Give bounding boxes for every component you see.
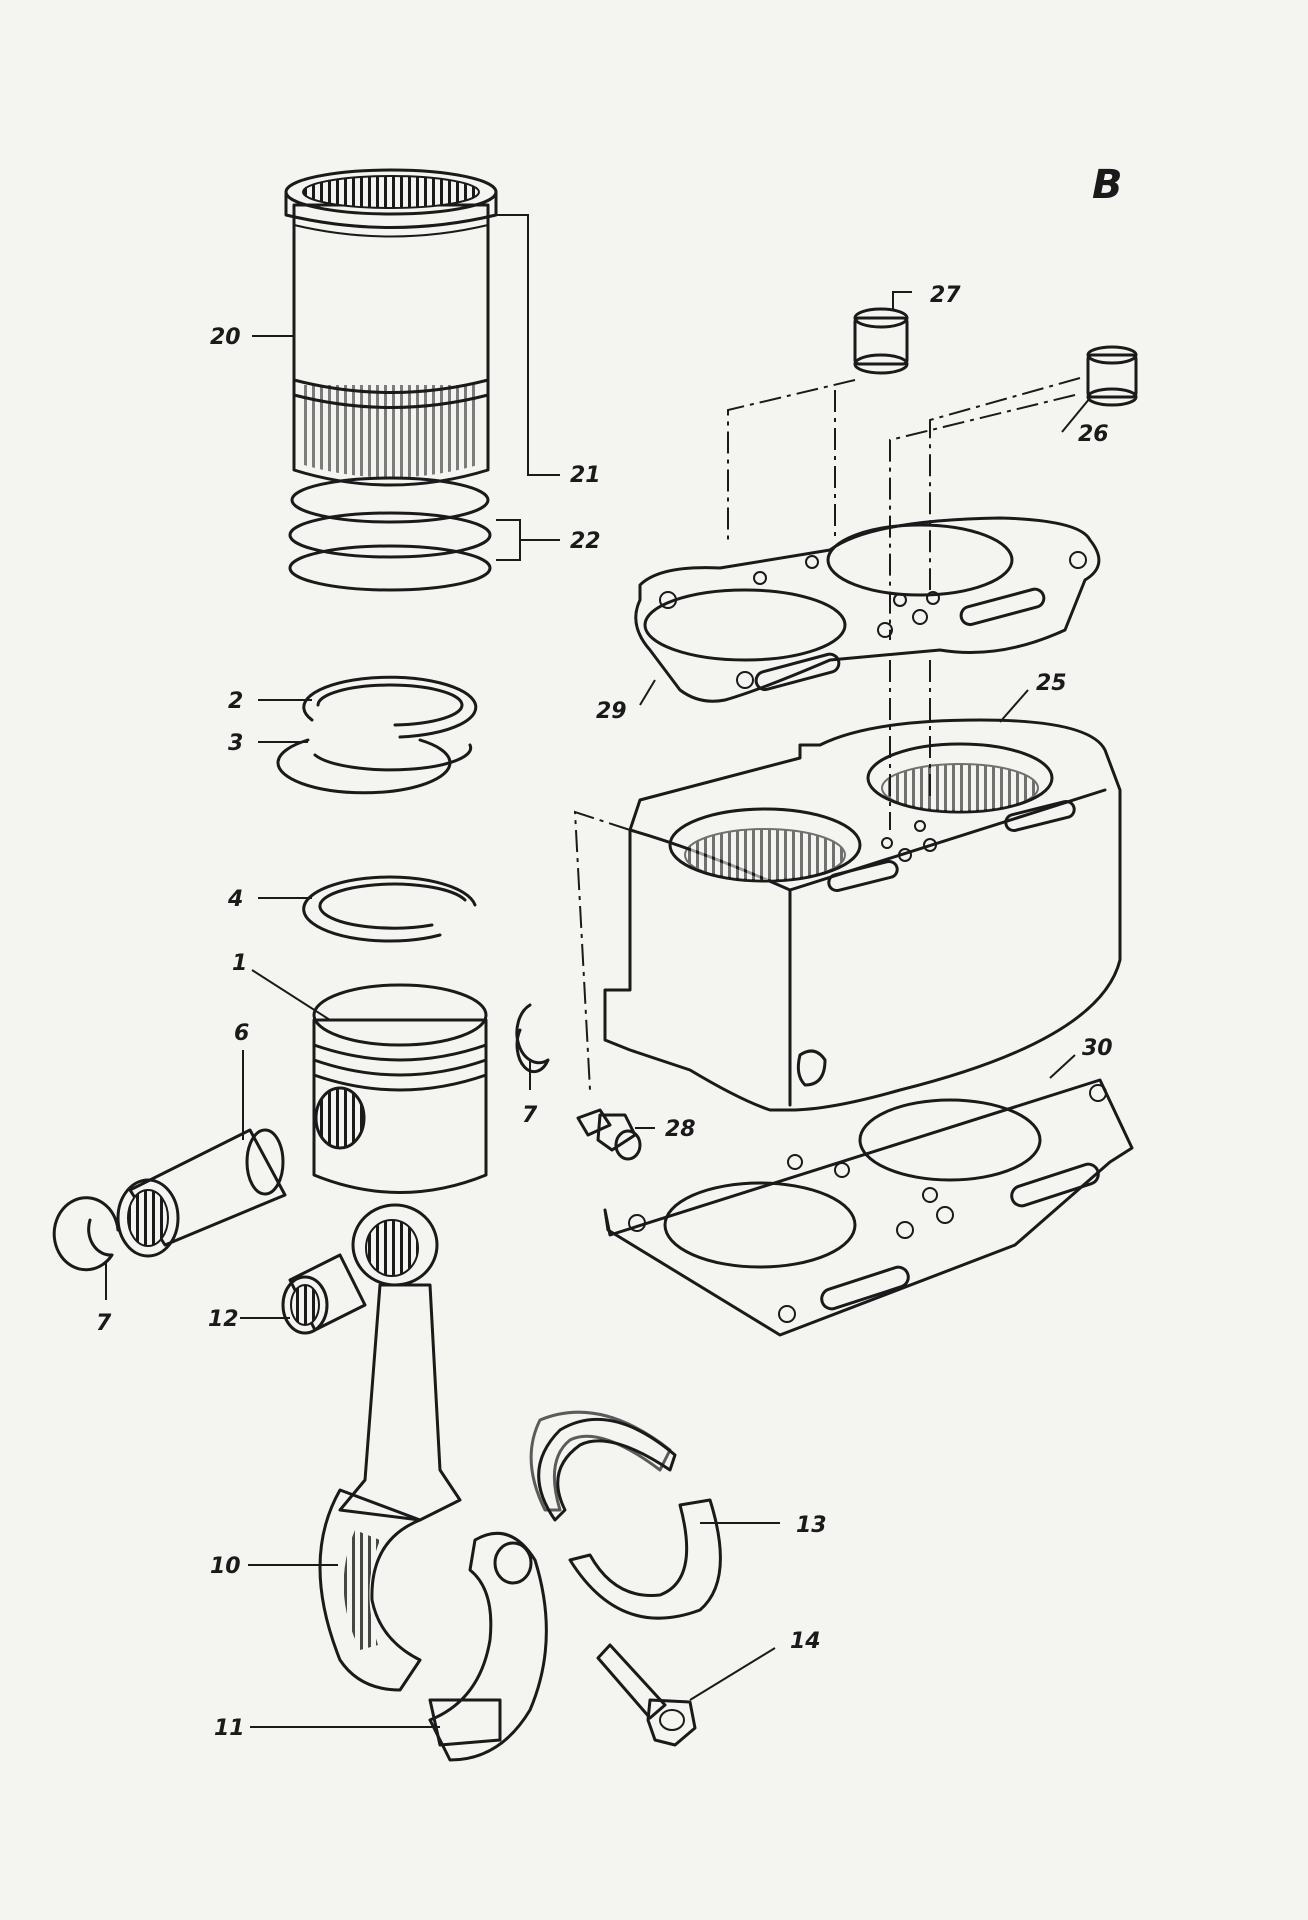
rod-bolt: [596, 1643, 697, 1747]
head-gasket-upper: [634, 516, 1101, 703]
connecting-rod: [318, 1203, 462, 1692]
cylinder-liner: [284, 168, 498, 487]
sheet-letter: B: [1092, 162, 1123, 208]
circlip-left: [52, 1196, 120, 1272]
callout-4: 4: [227, 887, 243, 912]
callout-26: 26: [1078, 422, 1109, 447]
callout-3: 3: [228, 731, 243, 756]
callout-7-left: 7: [96, 1311, 112, 1336]
cylinder-block: [603, 718, 1122, 1112]
callout-14: 14: [790, 1629, 821, 1654]
oil-fitting: [576, 1108, 642, 1161]
callout-7-right: 7: [522, 1103, 538, 1128]
callout-29: 29: [596, 699, 627, 724]
callout-28: 28: [665, 1117, 696, 1142]
connecting-rod-cap: [428, 1531, 548, 1762]
callout-12: 12: [208, 1307, 239, 1332]
callout-20: 20: [210, 325, 241, 350]
callout-22: 22: [570, 529, 601, 554]
dowel-sleeve-26: [1086, 345, 1138, 407]
small-end-bush: [281, 1253, 367, 1335]
liner-o-rings: [288, 476, 492, 592]
callout-13: 13: [796, 1513, 827, 1538]
piston: [312, 983, 488, 1194]
alignment-lines: [573, 377, 1081, 1091]
circlip-right: [515, 1003, 550, 1074]
callout-21: 21: [570, 463, 601, 488]
dowel-sleeve-27: [853, 307, 909, 375]
callout-2: 2: [228, 689, 243, 714]
piston-ring-set: [276, 675, 478, 795]
big-end-bearing-shells: [529, 1410, 722, 1620]
callout-11: 11: [214, 1716, 245, 1741]
callout-1: 1: [232, 951, 247, 976]
piston-pin: [116, 1128, 287, 1258]
base-gasket-lower: [603, 1078, 1134, 1337]
piston-ring-top: [302, 875, 477, 943]
callout-27: 27: [930, 283, 961, 308]
callout-25: 25: [1036, 671, 1067, 696]
callout-10: 10: [210, 1554, 241, 1579]
callout-30: 30: [1082, 1036, 1113, 1061]
callout-6: 6: [234, 1021, 249, 1046]
